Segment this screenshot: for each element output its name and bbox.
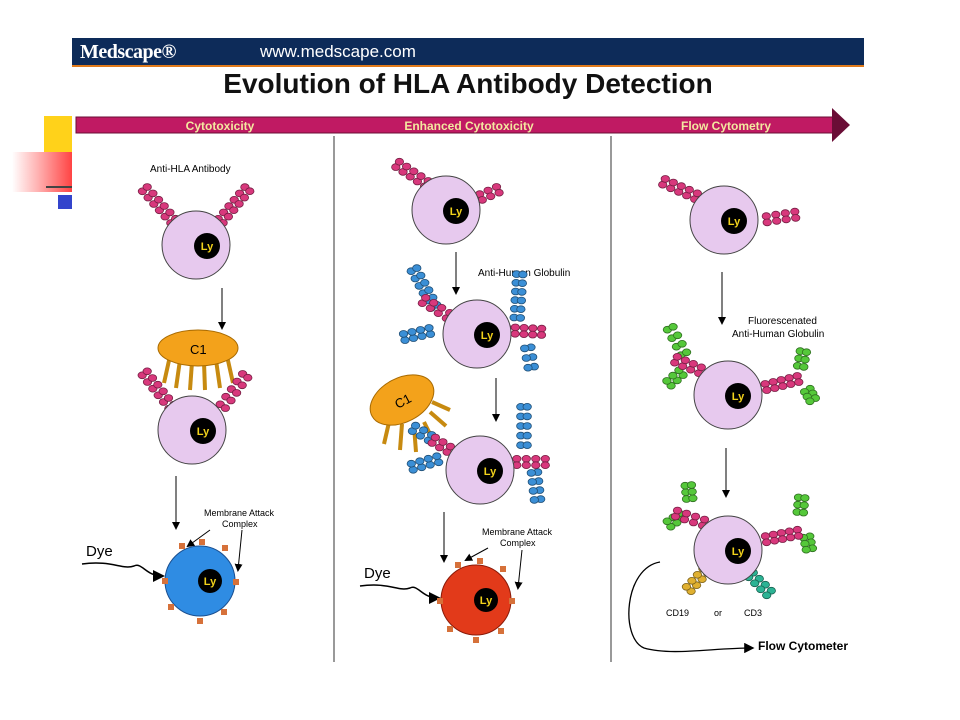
stage-label-enhanced: Enhanced Cytotoxicity xyxy=(404,119,534,133)
nucleus-label: Ly xyxy=(204,576,217,588)
label-cd3: CD3 xyxy=(744,608,762,618)
cell-c3a: Ly xyxy=(689,185,759,255)
nucleus-label: Ly xyxy=(197,426,210,438)
medscape-logo[interactable]: Medscape® xyxy=(80,41,176,63)
arrow-mac-col2b xyxy=(514,549,523,590)
deco-blue-square xyxy=(58,195,72,209)
cell-c2a: Ly xyxy=(411,175,481,245)
cell-c1a: Ly xyxy=(161,210,231,280)
nucleus-label: Ly xyxy=(728,216,741,228)
arrow-mac-col1a xyxy=(186,529,211,548)
diagram-canvas: Cytotoxicity Enhanced Cytotoxicity Flow … xyxy=(75,108,850,662)
cell-c2c: Ly xyxy=(445,435,515,505)
hla-figure: Medscape® www.medscape.com Evolution of … xyxy=(72,38,864,662)
arrow-mac-col1b xyxy=(234,529,243,572)
cell-c3b: Ly xyxy=(693,360,763,430)
figure-title: Evolution of HLA Antibody Detection xyxy=(223,68,713,99)
timeline-arrow: Cytotoxicity Enhanced Cytotoxicity Flow … xyxy=(75,108,850,142)
label-cd19: CD19 xyxy=(666,608,689,618)
medscape-header: Medscape® www.medscape.com xyxy=(72,38,864,65)
antibody-chains-c3c xyxy=(670,506,804,547)
antibody-chains-c1a xyxy=(137,183,255,227)
stage-label-cytotoxicity: Cytotoxicity xyxy=(186,119,255,133)
complement-c1-col2: C1 xyxy=(369,374,451,453)
fluor-ahg-chains-c3c xyxy=(662,481,818,554)
nucleus-label: Ly xyxy=(201,241,214,253)
lysed-cell-blue: Ly xyxy=(162,539,239,624)
deco-red-gradient xyxy=(12,152,78,192)
lysed-cell-red: Ly xyxy=(437,558,515,643)
cell-c2b: Ly xyxy=(442,299,512,369)
nucleus-label: Ly xyxy=(732,546,745,558)
complement-c1-col1: C1 xyxy=(157,329,239,391)
nucleus-label: Ly xyxy=(484,466,497,478)
fluor-ahg-chains-c3b xyxy=(662,322,821,406)
label-anti-hla-antibody: Anti-HLA Antibody xyxy=(150,164,231,175)
nucleus-label: Ly xyxy=(481,330,494,342)
arrow-mac-col2a xyxy=(464,547,489,561)
flow-arrow xyxy=(628,561,755,654)
label-fluor-line1: Fluorescenated xyxy=(748,316,817,327)
antibody-chains-c2b xyxy=(417,293,547,339)
label-fluor-line2: Anti-Human Globulin xyxy=(732,329,824,340)
antibody-chains-c3a xyxy=(658,175,801,227)
dye-arrow-col1 xyxy=(81,562,165,582)
cell-c1b: Ly xyxy=(157,395,227,465)
label-mac-line2-col1: Complex xyxy=(222,519,258,529)
complement-label: C1 xyxy=(190,342,207,357)
deco-line xyxy=(46,186,76,188)
complement-label: C1 xyxy=(392,391,414,412)
cell-c3c: Ly xyxy=(693,515,763,585)
label-dye-col2: Dye xyxy=(364,565,391,582)
nucleus-label: Ly xyxy=(480,595,493,607)
label-mac-line1-col2: Membrane Attack xyxy=(482,527,553,537)
nucleus-label: Ly xyxy=(732,391,745,403)
nucleus-label: Ly xyxy=(450,206,463,218)
label-mac-line1-col1: Membrane Attack xyxy=(204,508,275,518)
dye-arrow-col2 xyxy=(359,584,441,604)
header-underline xyxy=(72,65,864,67)
label-or: or xyxy=(714,608,722,618)
antibody-chains-c1b xyxy=(137,367,253,413)
stage-label-flow: Flow Cytometry xyxy=(681,119,771,133)
label-mac-line2-col2: Complex xyxy=(500,538,536,548)
label-flow-cytometer: Flow Cytometer xyxy=(758,639,848,653)
label-dye-col1: Dye xyxy=(86,543,113,560)
medscape-url[interactable]: www.medscape.com xyxy=(260,42,416,61)
